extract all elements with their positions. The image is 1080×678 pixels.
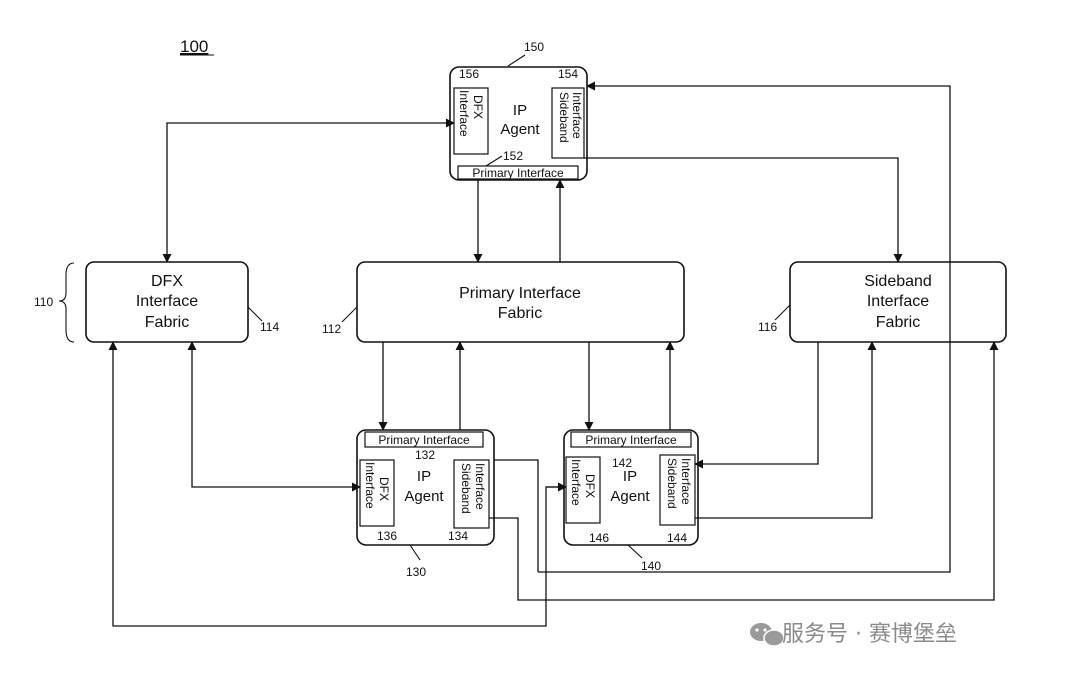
primary-interface-152-label: Primary Interface — [472, 166, 564, 180]
ip-agent-130-label-2: Agent — [404, 488, 444, 505]
sideband-interface-154-line2: Interface — [570, 92, 584, 139]
ref-134: 134 — [448, 529, 468, 543]
primary-interface-152 — [457, 165, 579, 180]
ref-142: 142 — [612, 456, 632, 470]
watermark-text: 服务号 · 赛博堡垒 — [782, 622, 957, 647]
ref-132: 132 — [415, 448, 435, 462]
sideband-fabric-line3: Fabric — [876, 314, 920, 331]
ip-agent-130: Primary Interface 132 DFX Interface 136 … — [356, 429, 495, 579]
ref-140: 140 — [641, 559, 661, 573]
ref-150: 150 — [524, 40, 544, 54]
primary-fabric-line2: Fabric — [498, 305, 542, 322]
wechat-icon — [750, 623, 785, 647]
ip-agent-140: Primary Interface 142 DFX Interface 146 … — [563, 429, 699, 573]
dfx-interface-156-line1: DFX — [471, 95, 485, 119]
primary-interface-142 — [570, 431, 692, 448]
watermark: 服务号 · 赛博堡垒 — [750, 622, 957, 647]
dfx-interface-146 — [565, 456, 601, 524]
ip-agent-150: 150 DFX Interface 156 Sideband Interface… — [449, 40, 588, 181]
dfx-interface-156-line2: Interface — [457, 90, 471, 137]
sideband-interface-144-line1: Sideband — [665, 458, 679, 509]
ref-136: 136 — [377, 529, 397, 543]
dfx-interface-fabric-114: DFX Interface Fabric 114 — [85, 261, 279, 343]
sideband-interface-144 — [659, 454, 696, 526]
dfx-interface-136 — [359, 459, 395, 527]
sideband-fabric-line2: Interface — [867, 293, 929, 310]
ref-112: 112 — [322, 322, 341, 336]
dfx-fabric-line1: DFX — [151, 273, 183, 290]
dfx-interface-146-line2: Interface — [569, 459, 583, 506]
dfx-interface-146-line1: DFX — [583, 474, 597, 498]
ref-116: 116 — [758, 320, 777, 334]
sideband-interface-134-line2: Interface — [473, 463, 487, 510]
ip-agent-130-label-1: IP — [417, 468, 431, 485]
dfx-fabric-line3: Fabric — [145, 314, 189, 331]
primary-interface-132-label: Primary Interface — [378, 433, 470, 447]
group-brace-110 — [58, 262, 75, 343]
primary-interface-132 — [364, 431, 484, 448]
primary-fabric-line1: Primary Interface — [459, 285, 581, 302]
dfx-interface-136-line2: Interface — [363, 462, 377, 509]
primary-interface-fabric-112: Primary Interface Fabric 112 — [322, 261, 685, 343]
sideband-interface-144-line2: Interface — [679, 458, 693, 505]
ip-agent-150-label-2: Agent — [500, 121, 540, 138]
ref-110: 110 — [34, 295, 53, 309]
sideband-interface-154-line1: Sideband — [557, 92, 571, 143]
sideband-interface-134-line1: Sideband — [459, 463, 473, 514]
dfx-interface-136-line1: DFX — [377, 477, 391, 501]
dfx-fabric-line2: Interface — [136, 293, 198, 310]
ip-agent-140-label-1: IP — [623, 468, 637, 485]
primary-interface-142-label: Primary Interface — [585, 433, 677, 447]
ref-146: 146 — [589, 531, 609, 545]
ref-130: 130 — [406, 565, 426, 579]
sideband-interface-134 — [453, 459, 490, 529]
dfx-interface-156 — [453, 87, 489, 155]
ref-154: 154 — [558, 67, 578, 81]
ip-agent-140-label-2: Agent — [610, 488, 650, 505]
ref-152: 152 — [503, 149, 523, 163]
connections — [108, 81, 999, 627]
ip-agent-150-label-1: IP — [513, 102, 527, 119]
sideband-interface-fabric-116: Sideband Interface Fabric 116 — [758, 261, 1007, 343]
sideband-fabric-line1: Sideband — [864, 273, 932, 290]
ref-156: 156 — [459, 67, 479, 81]
sideband-interface-154 — [551, 87, 585, 159]
ref-114: 114 — [260, 320, 279, 334]
ref-144: 144 — [667, 531, 687, 545]
figure-number: 100 — [180, 37, 208, 56]
